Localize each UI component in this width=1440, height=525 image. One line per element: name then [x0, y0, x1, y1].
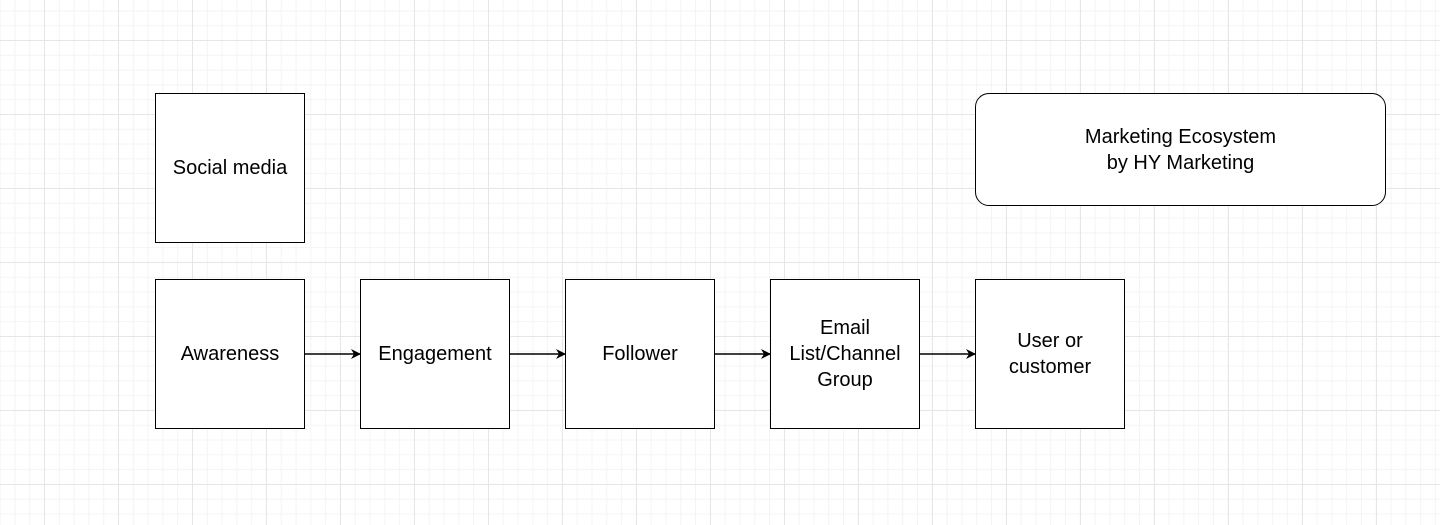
email-list-label: Email List/Channel Group: [789, 317, 901, 391]
engagement-label: Engagement: [378, 343, 492, 365]
social-media-label: Social media: [172, 157, 288, 179]
awareness-box[interactable]: Awareness: [155, 279, 305, 429]
follower-label: Follower: [602, 343, 678, 365]
customer-box[interactable]: User or customer: [975, 279, 1125, 429]
title-label: Marketing Ecosystem by HY Marketing: [1084, 125, 1277, 174]
follower-box[interactable]: Follower: [565, 279, 715, 429]
email-list-box[interactable]: Email List/Channel Group: [770, 279, 920, 429]
awareness-label: Awareness: [180, 343, 280, 365]
social-media-box[interactable]: Social media: [155, 93, 305, 243]
title-box[interactable]: Marketing Ecosystem by HY Marketing: [975, 93, 1386, 206]
engagement-box[interactable]: Engagement: [360, 279, 510, 429]
customer-label: User or customer: [1008, 330, 1092, 378]
